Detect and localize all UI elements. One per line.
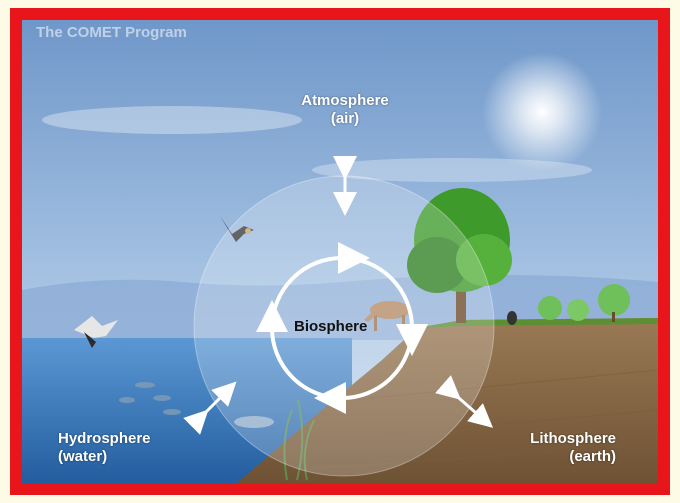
squirrel-icon bbox=[507, 311, 517, 325]
exchange-arrows bbox=[183, 156, 494, 435]
grass bbox=[417, 318, 658, 328]
small-trees-icon bbox=[538, 284, 630, 322]
lithosphere-subtitle: (earth) bbox=[569, 448, 616, 465]
bird-icon bbox=[74, 316, 118, 348]
tree-icon bbox=[407, 188, 512, 323]
hydrosphere-subtitle: (water) bbox=[58, 448, 108, 465]
atmosphere-label: Atmosphere (air) bbox=[288, 92, 402, 128]
biosphere-cycle bbox=[256, 242, 428, 414]
scene-illustration bbox=[22, 20, 658, 483]
sun-icon bbox=[482, 52, 602, 172]
biosphere-label: Biosphere bbox=[294, 318, 368, 335]
bird-icon bbox=[220, 216, 254, 242]
seaweed bbox=[283, 399, 315, 481]
hydrosphere-label: Hydrosphere (water) bbox=[58, 430, 151, 466]
hydrosphere-title: Hydrosphere bbox=[58, 430, 151, 447]
cloud bbox=[312, 158, 592, 182]
earth-systems-circle bbox=[194, 176, 494, 476]
earth-systems-scene: The COMET Program Atmosphere (air) Hydro… bbox=[22, 20, 658, 483]
fish-icon bbox=[119, 382, 274, 428]
lithosphere-label: Lithosphere (earth) bbox=[502, 430, 616, 466]
cloud bbox=[42, 106, 302, 134]
credit-label: The COMET Program bbox=[36, 24, 187, 41]
deer-icon bbox=[364, 301, 410, 331]
lithosphere-title: Lithosphere bbox=[530, 430, 616, 447]
atmosphere-subtitle: (air) bbox=[330, 110, 360, 127]
atmosphere-title: Atmosphere bbox=[301, 92, 389, 109]
